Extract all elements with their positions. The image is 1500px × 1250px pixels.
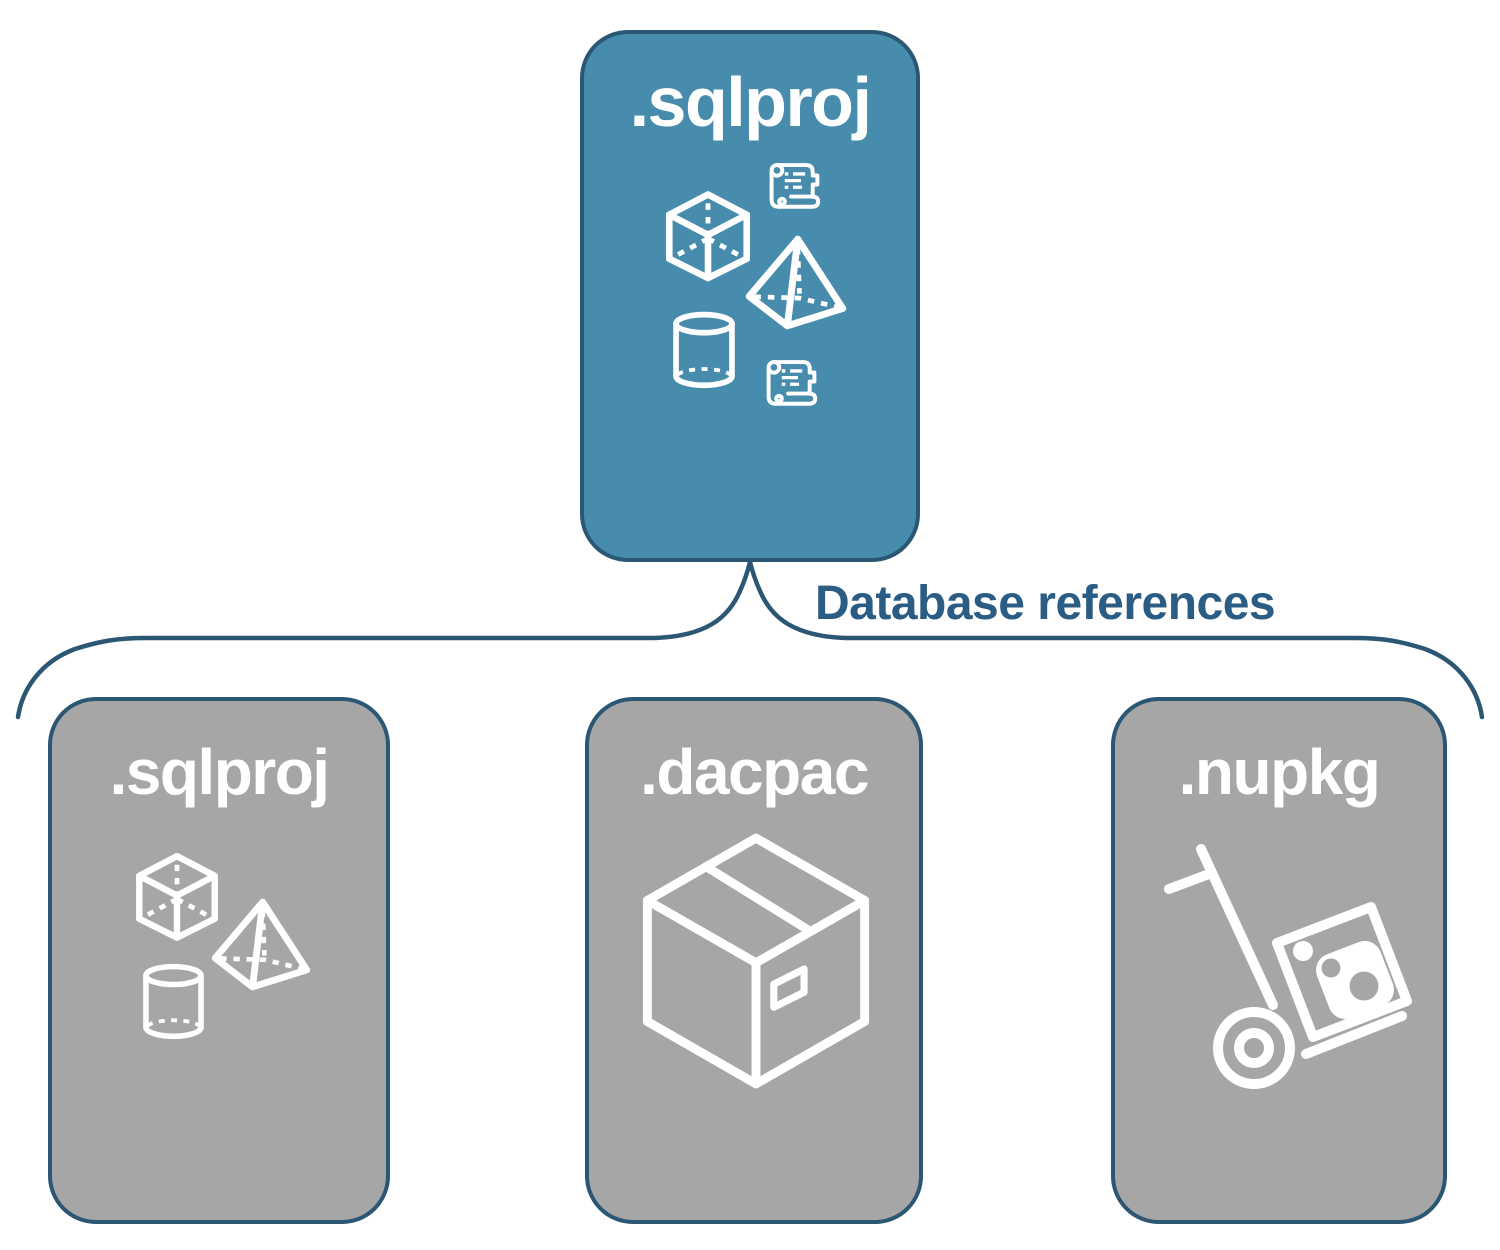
scroll-icon — [766, 360, 818, 406]
root-node-label: .sqlproj — [629, 63, 872, 141]
root-node-sqlproj: .sqlproj — [580, 30, 920, 562]
child-node-label: .dacpac — [640, 736, 869, 808]
child-node-dacpac: .dacpac — [585, 697, 923, 1224]
cylinder-icon — [673, 311, 735, 389]
cylinder-icon — [143, 963, 204, 1040]
child-node-label: .sqlproj — [109, 736, 330, 808]
package-box-icon — [642, 833, 870, 1089]
child-node-label: .nupkg — [1178, 736, 1381, 808]
pyramid-icon — [745, 235, 847, 330]
cube-icon — [665, 191, 751, 282]
child-node-sqlproj: .sqlproj — [48, 697, 390, 1224]
pyramid-icon — [211, 898, 311, 991]
cube-icon — [136, 852, 218, 941]
nuget-handtruck-icon — [1164, 844, 1412, 1089]
scroll-icon — [769, 163, 821, 209]
connector-label: Database references — [815, 577, 1276, 630]
child-node-nupkg: .nupkg — [1111, 697, 1447, 1224]
